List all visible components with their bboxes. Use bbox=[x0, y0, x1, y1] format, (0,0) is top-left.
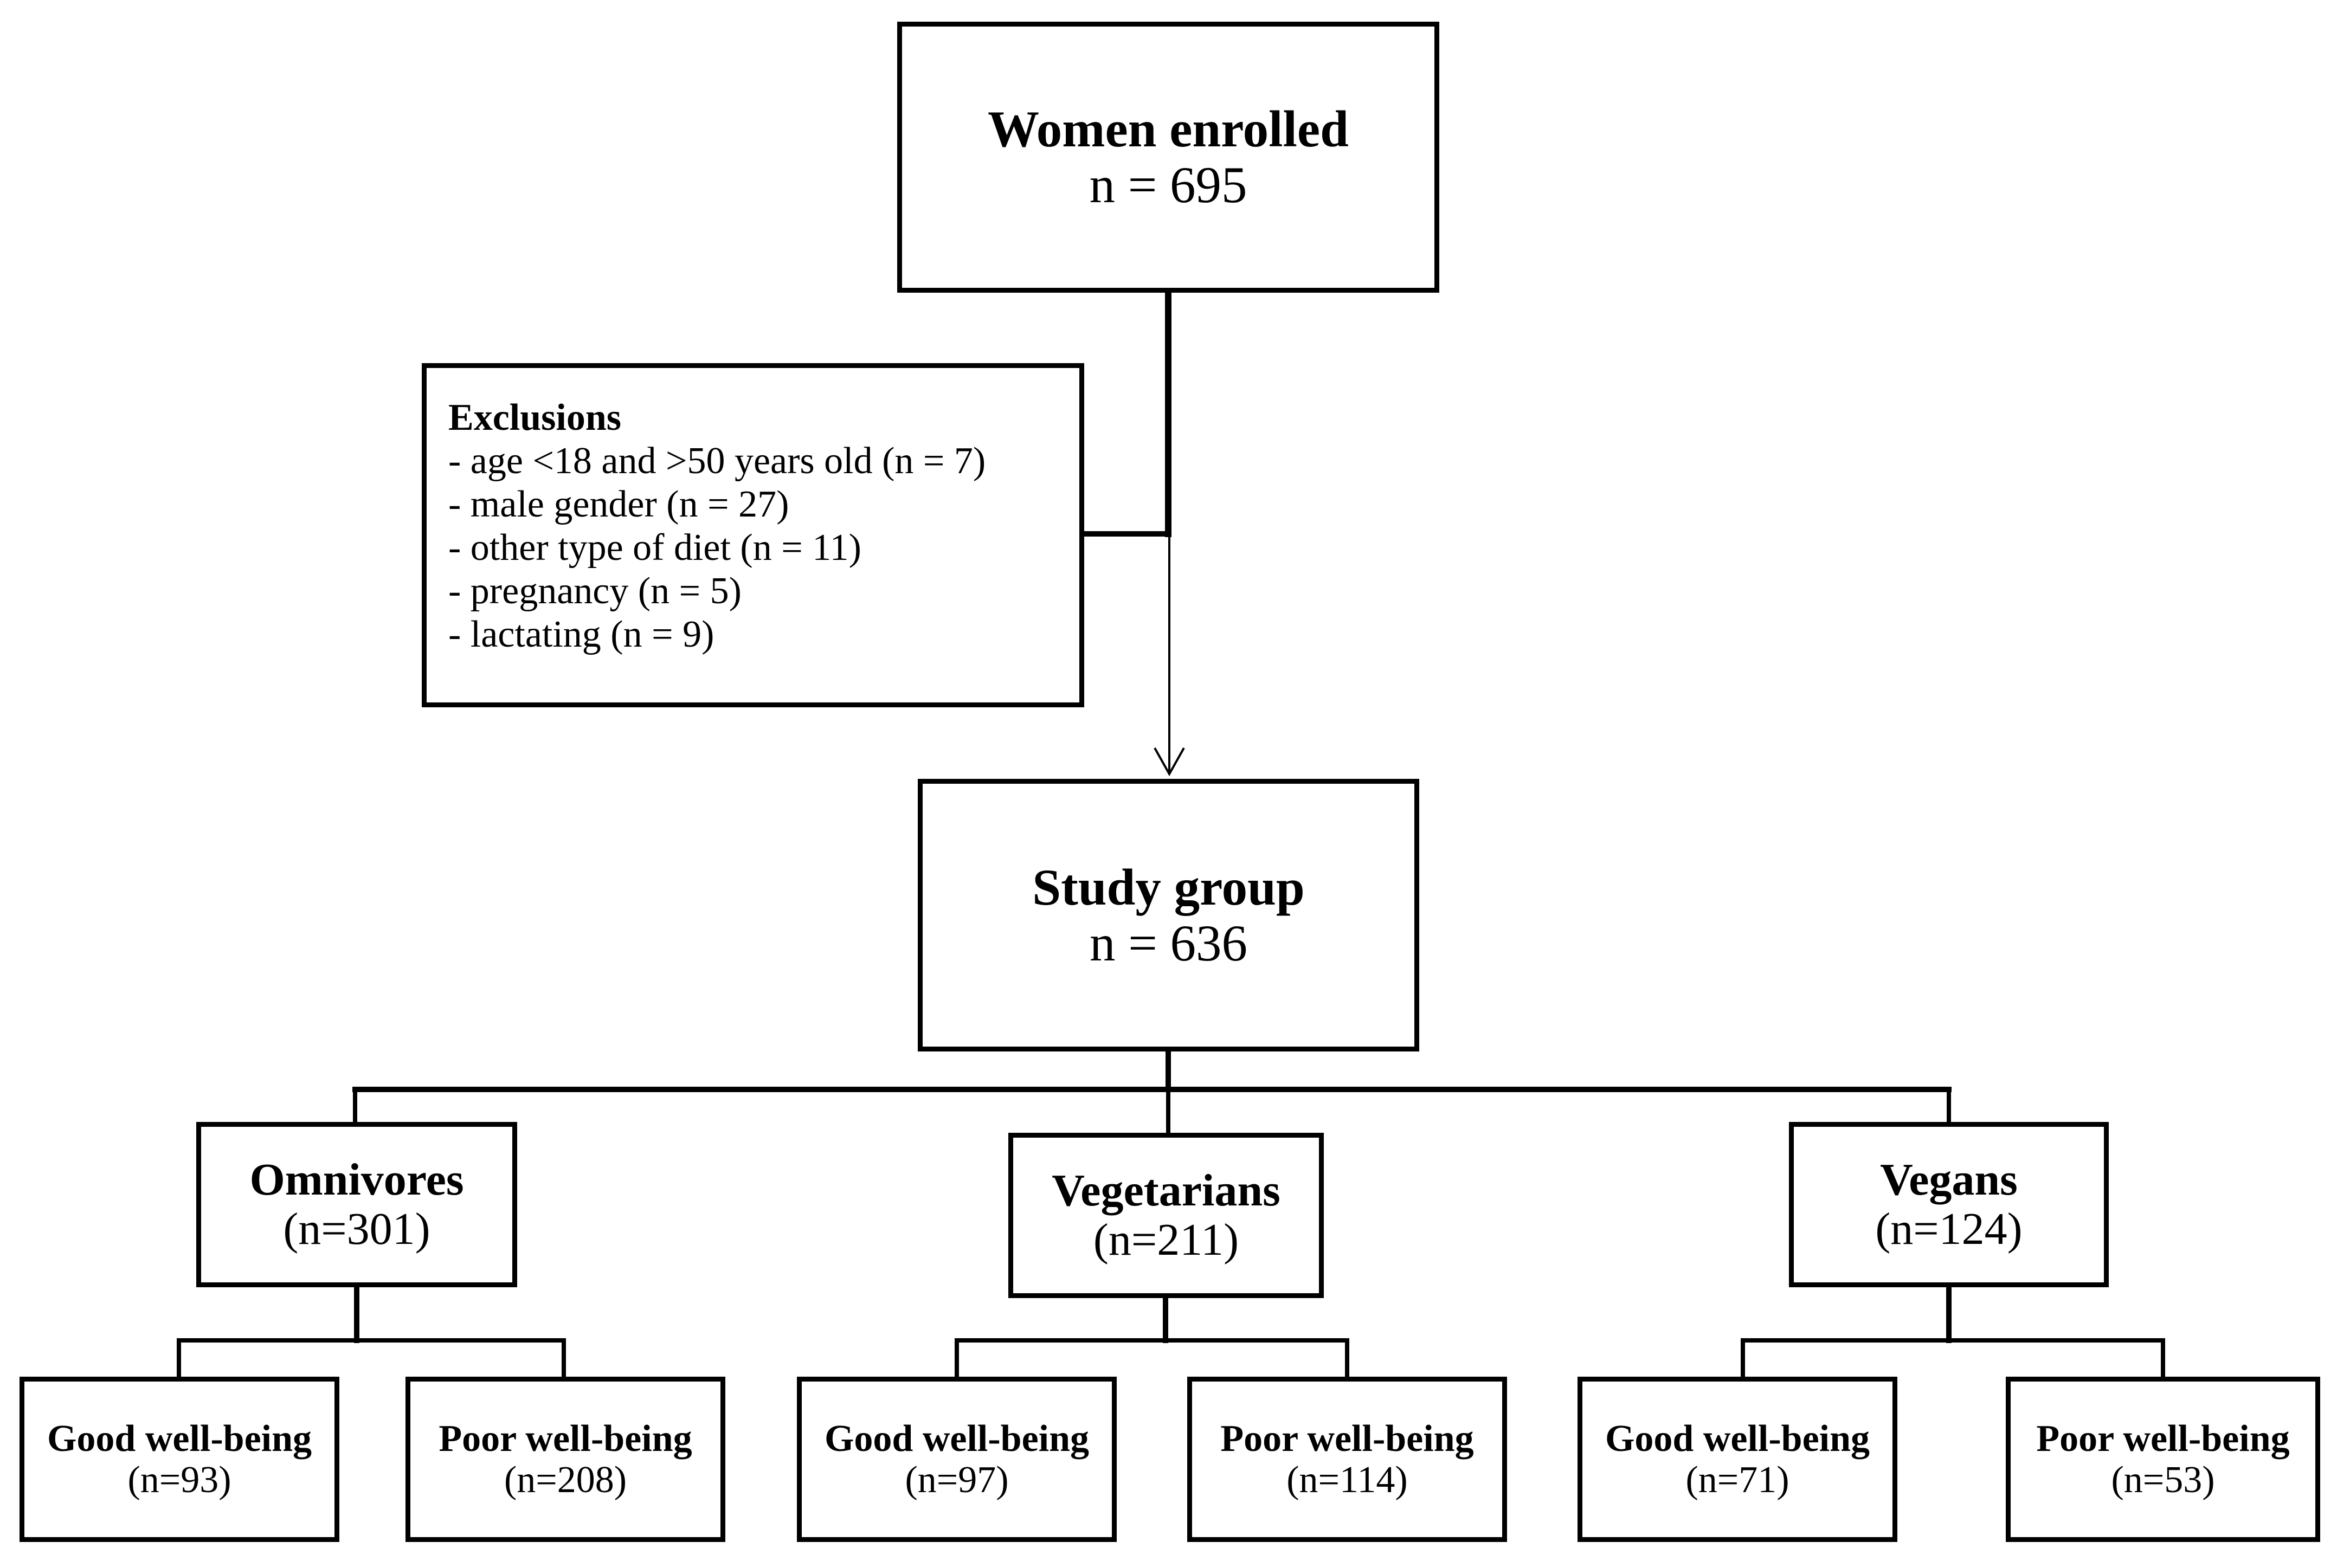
enrolled-title: Women enrolled bbox=[988, 100, 1349, 158]
vegans-good-box: Good well-being (n=71) bbox=[1578, 1377, 1897, 1542]
vegans-count: (n=124) bbox=[1875, 1203, 2023, 1254]
vegetarians-count: (n=211) bbox=[1093, 1214, 1239, 1265]
study-group-box: Study group n = 636 bbox=[918, 779, 1419, 1051]
vegetarians-box: Vegetarians (n=211) bbox=[1008, 1133, 1324, 1298]
exclusions-list: - age <18 and >50 years old (n = 7) - ma… bbox=[448, 440, 986, 656]
omnivores-poor-box: Poor well-being (n=208) bbox=[405, 1377, 725, 1542]
omnivores-poor-title: Poor well-being bbox=[439, 1417, 692, 1460]
vegetarians-poor-box: Poor well-being (n=114) bbox=[1187, 1377, 1507, 1542]
vegetarians-title: Vegetarians bbox=[1052, 1165, 1280, 1216]
omnivores-box: Omnivores (n=301) bbox=[196, 1122, 517, 1287]
omnivores-title: Omnivores bbox=[249, 1154, 464, 1205]
vegans-poor-box: Poor well-being (n=53) bbox=[2006, 1377, 2320, 1542]
exclusion-item: - lactating (n = 9) bbox=[448, 614, 714, 655]
study-arrow-head bbox=[1154, 747, 1185, 777]
vegetarians-poor-count: (n=114) bbox=[1286, 1459, 1408, 1501]
exclusion-item: - other type of diet (n = 11) bbox=[448, 527, 861, 569]
omnivores-good-box: Good well-being (n=93) bbox=[20, 1377, 339, 1542]
vegetarians-poor-title: Poor well-being bbox=[1220, 1417, 1474, 1460]
enrolled-box: Women enrolled n = 695 bbox=[897, 22, 1439, 293]
vegans-poor-count: (n=53) bbox=[2111, 1459, 2215, 1501]
omnivores-good-title: Good well-being bbox=[47, 1417, 312, 1460]
omnivores-count: (n=301) bbox=[283, 1203, 430, 1254]
vegans-good-count: (n=71) bbox=[1685, 1459, 1789, 1501]
omnivores-good-count: (n=93) bbox=[127, 1459, 231, 1501]
exclusion-item: - male gender (n = 27) bbox=[448, 483, 789, 525]
exclusion-item: - pregnancy (n = 5) bbox=[448, 570, 742, 612]
exclusions-box: Exclusions - age <18 and >50 years old (… bbox=[422, 363, 1084, 707]
enrolled-count: n = 695 bbox=[1089, 156, 1247, 214]
study-group-title: Study group bbox=[1032, 858, 1305, 916]
vegans-poor-title: Poor well-being bbox=[2036, 1417, 2290, 1460]
exclusion-item: - age <18 and >50 years old (n = 7) bbox=[448, 440, 986, 482]
vegetarians-good-box: Good well-being (n=97) bbox=[797, 1377, 1117, 1542]
vegans-good-title: Good well-being bbox=[1605, 1417, 1870, 1460]
exclusions-title: Exclusions bbox=[448, 397, 621, 438]
vegans-box: Vegans (n=124) bbox=[1789, 1122, 2109, 1287]
omnivores-poor-count: (n=208) bbox=[504, 1459, 627, 1501]
vegetarians-good-title: Good well-being bbox=[824, 1417, 1090, 1460]
vegetarians-good-count: (n=97) bbox=[905, 1459, 1009, 1501]
study-group-count: n = 636 bbox=[1089, 914, 1248, 972]
vegans-title: Vegans bbox=[1880, 1154, 2018, 1205]
